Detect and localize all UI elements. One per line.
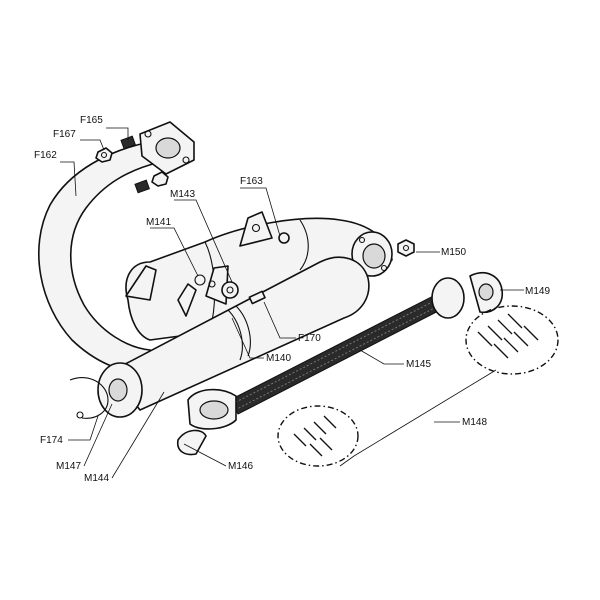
label-m143: M143 — [170, 189, 195, 200]
part-labels: F165 F167 F162 F163 M143 M141 M150 M149 … — [34, 115, 550, 484]
stud-lower — [134, 179, 150, 194]
rivet-group-right — [465, 305, 559, 375]
label-m147: M147 — [56, 461, 81, 472]
bolt-f170 — [248, 290, 266, 305]
label-m149: M149 — [525, 286, 550, 297]
header-flange — [139, 121, 195, 175]
label-f162: F162 — [34, 150, 57, 161]
label-m144: M144 — [84, 473, 109, 484]
label-m146: M146 — [228, 461, 253, 472]
left-bracket — [125, 265, 157, 301]
stud-f165 — [120, 135, 136, 150]
label-m150: M150 — [441, 247, 466, 258]
label-m145: M145 — [406, 359, 431, 370]
leader-lines — [60, 127, 524, 479]
rivet-group-left — [277, 405, 359, 467]
chamber-rear-flange — [351, 231, 393, 277]
nut-f167 — [95, 147, 113, 163]
end-cap-m149 — [431, 272, 504, 319]
label-m141: M141 — [146, 217, 171, 228]
nut-m150 — [397, 239, 415, 257]
clamp-f174 — [69, 377, 109, 419]
mount-tab-f163 — [239, 211, 273, 247]
end-cone-m146 — [176, 388, 237, 456]
header-pipe — [38, 141, 161, 373]
label-m148: M148 — [462, 417, 487, 428]
bracket-m143 — [205, 265, 239, 305]
nut-lower — [151, 171, 169, 187]
bolt-f163 — [278, 232, 290, 244]
bracket-m141 — [177, 274, 206, 317]
label-m140: M140 — [266, 353, 291, 364]
label-f174: F174 — [40, 435, 63, 446]
label-f165: F165 — [80, 115, 103, 126]
label-f167: F167 — [53, 129, 76, 140]
label-f170: F170 — [298, 333, 321, 344]
label-f163: F163 — [240, 176, 263, 187]
